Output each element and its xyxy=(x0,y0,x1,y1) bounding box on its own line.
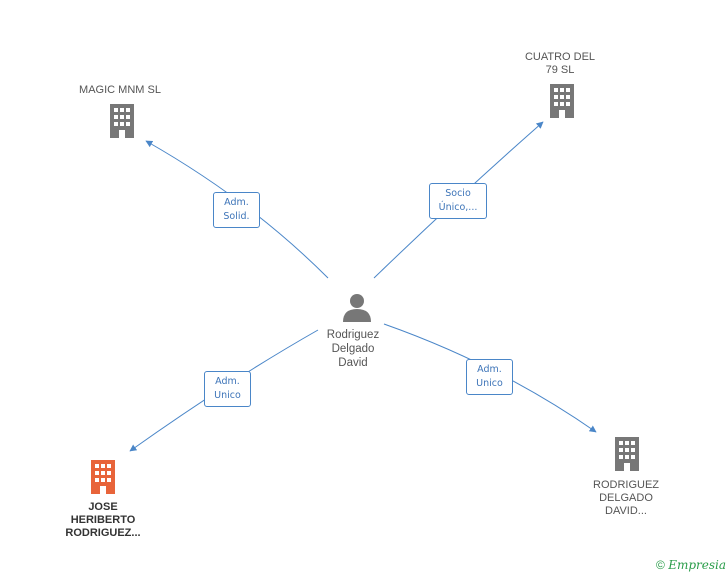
relation-label-jose[interactable]: Adm. Unico xyxy=(204,371,251,407)
center-person-name[interactable]: Rodriguez Delgado David xyxy=(326,329,380,369)
person-icon[interactable] xyxy=(342,292,372,327)
company-label-jose[interactable]: JOSE HERIBERTO RODRIGUEZ... xyxy=(65,501,141,539)
company-label-cuatro[interactable]: CUATRO DEL 79 SL xyxy=(524,51,596,76)
building-icon[interactable] xyxy=(613,437,641,476)
relation-label-magic[interactable]: Adm. Solid. xyxy=(213,192,260,228)
brand-name: Empresia xyxy=(668,558,726,572)
company-label-rodriguez[interactable]: RODRIGUEZ DELGADO DAVID... xyxy=(593,479,659,517)
footer-brand[interactable]: © Empresia xyxy=(656,558,726,572)
building-icon[interactable] xyxy=(108,104,136,143)
copyright-icon: © xyxy=(656,558,665,572)
relation-label-cuatro[interactable]: Socio Único,... xyxy=(429,183,487,219)
building-icon[interactable] xyxy=(89,460,117,499)
building-icon[interactable] xyxy=(548,84,576,123)
relation-label-rodriguez[interactable]: Adm. Unico xyxy=(466,359,513,395)
company-label-magic[interactable]: MAGIC MNM SL xyxy=(79,84,161,96)
